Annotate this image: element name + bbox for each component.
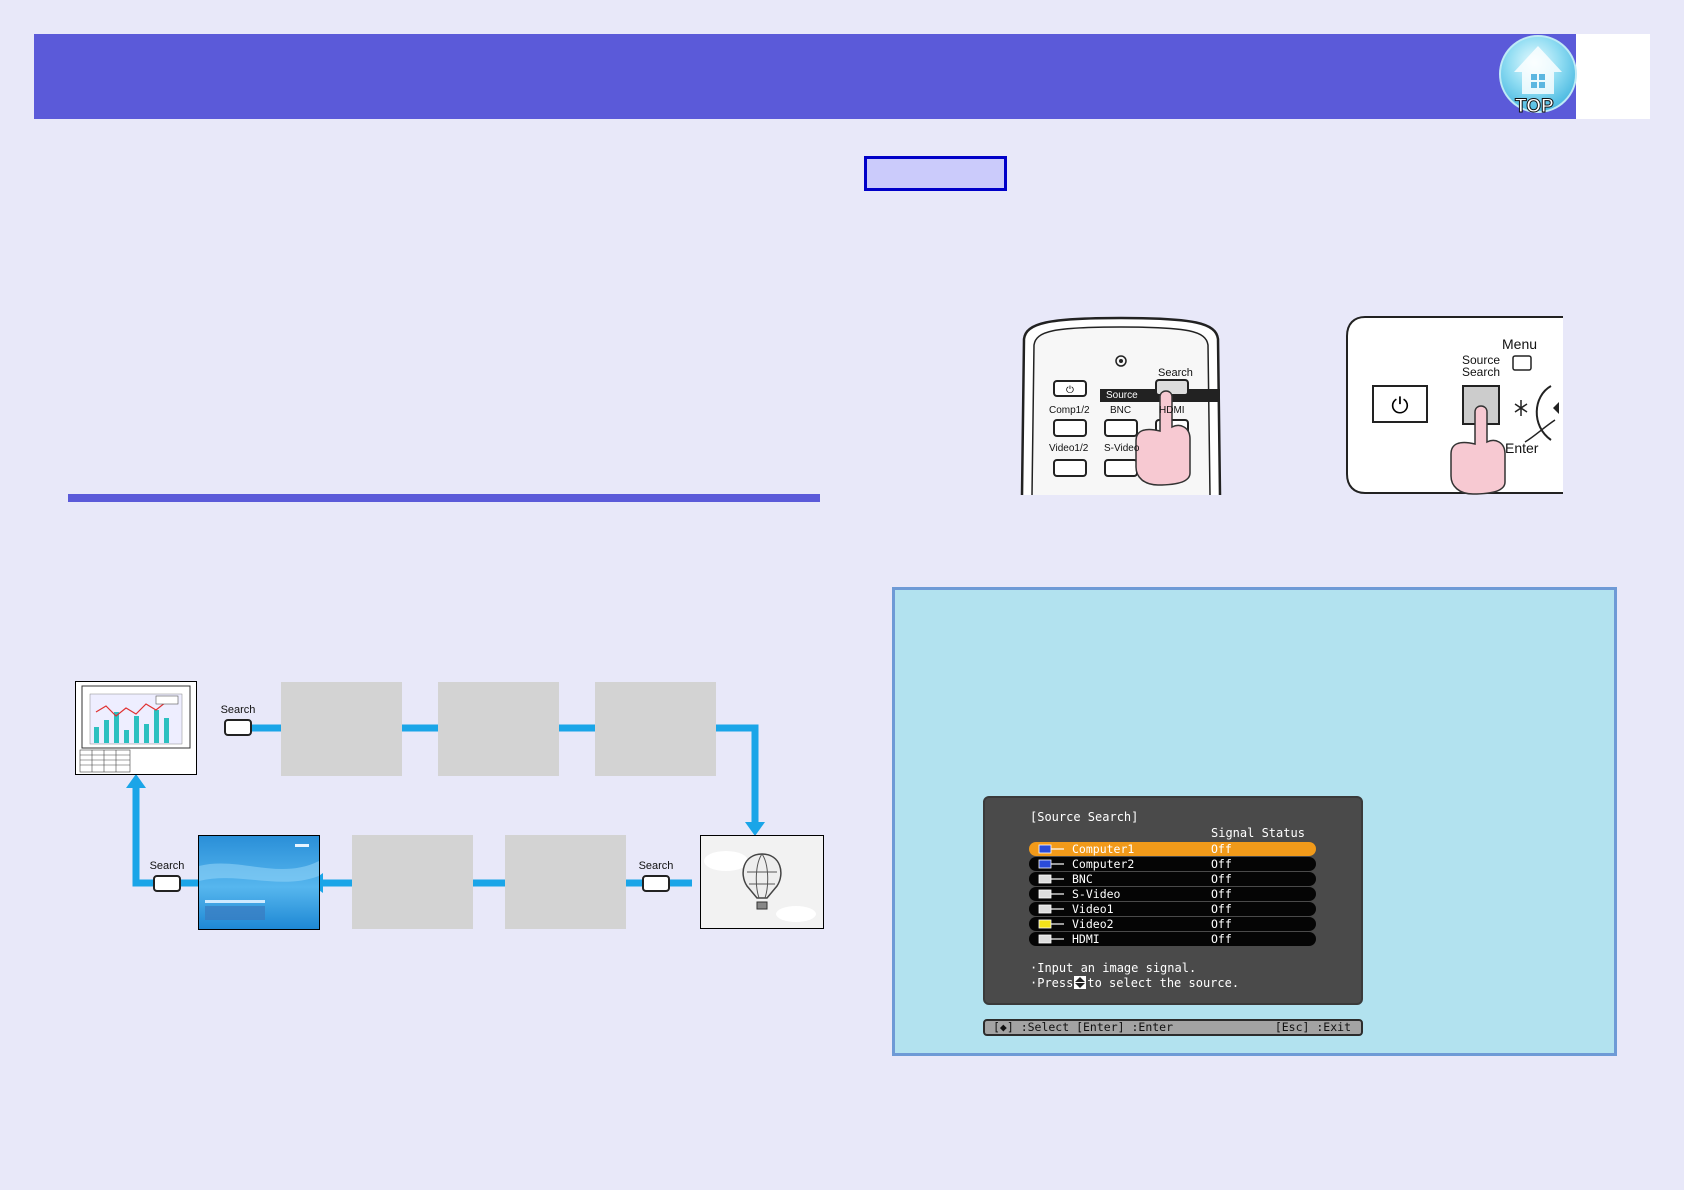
osd-footer-exit: [Esc] :Exit [1274, 1020, 1351, 1034]
keystone-icon [1514, 400, 1528, 416]
balloon-icon [704, 851, 816, 922]
signal-status: Off [1211, 902, 1232, 916]
source-row[interactable]: BNC Off [1029, 872, 1316, 886]
source-row[interactable]: Video1 Off [1029, 902, 1316, 916]
signal-status: Off [1211, 872, 1232, 886]
source-row[interactable]: Computer2 Off [1029, 857, 1316, 871]
power-icon: ⏻ [1391, 394, 1408, 419]
arrow-left-icon [1553, 402, 1559, 414]
remote-search-label: Search [1158, 367, 1193, 379]
source-name: BNC [1072, 872, 1093, 886]
source-name: S-Video [1072, 887, 1121, 901]
signal-status: Off [1211, 917, 1232, 931]
osd-footer: [◆] :Select [Enter] :Enter [Esc] :Exit [983, 1019, 1363, 1036]
search-label: Search [220, 704, 256, 716]
header-bar [34, 34, 1576, 119]
network-screen-thumbnail [198, 835, 320, 930]
top-label: TOP [1515, 96, 1555, 118]
osd-status-header: Signal Status [1211, 826, 1305, 840]
svideo-plug-icon [1038, 889, 1064, 899]
search-label: Search [638, 860, 674, 872]
panel-source-search-label: Source Search [1462, 353, 1501, 379]
remote-button-label: HDMI [1159, 405, 1185, 416]
source-placeholder [595, 682, 716, 776]
control-panel-icon: ⏻ [1346, 316, 1563, 495]
control-panel-illustration: ⏻ Menu Source Search Enter [1345, 316, 1563, 496]
power-icon: ⏻ [1066, 385, 1074, 396]
source-placeholder [438, 682, 559, 776]
finger-icon [1450, 405, 1506, 495]
remote-button-label: Comp1/2 [1049, 405, 1090, 416]
osd-footer-keys: [◆] :Select [Enter] :Enter [993, 1020, 1174, 1034]
network-standby-icon [199, 844, 319, 920]
source-name: Computer2 [1072, 857, 1135, 871]
bnc-plug-icon [1038, 874, 1064, 884]
source-name: Video1 [1072, 902, 1114, 916]
source-placeholder [281, 682, 402, 776]
signal-status: Off [1211, 887, 1232, 901]
arrow-up-icon [126, 774, 146, 788]
remote-button-label: S-Video [1104, 443, 1140, 454]
computer-screen-thumbnail [75, 681, 197, 775]
source-row[interactable]: Video2 Off [1029, 917, 1316, 931]
signal-status: Off [1211, 857, 1232, 871]
finger-icon [1135, 390, 1191, 486]
source-row[interactable]: S-Video Off [1029, 887, 1316, 901]
search-key-icon [642, 875, 670, 892]
source-placeholder [352, 835, 473, 929]
composite-plug-icon [1038, 904, 1064, 914]
remote-button-label: Video1/2 [1049, 443, 1089, 454]
search-label: Search [149, 860, 185, 872]
up-down-arrow-icon [1074, 976, 1087, 989]
remote-control-illustration: ⏻ Search Source Comp1/2 BNC HDMI Video1/… [1018, 315, 1224, 495]
hdmi-plug-icon [1038, 934, 1064, 944]
video-screen-thumbnail [700, 835, 824, 929]
source-name: HDMI [1072, 932, 1100, 946]
remote-button-label: BNC [1110, 405, 1132, 416]
vga-plug-icon [1038, 859, 1064, 869]
home-icon [1499, 35, 1577, 113]
source-row[interactable]: HDMI Off [1029, 932, 1316, 946]
procedure-tab [864, 156, 1007, 191]
source-placeholder [505, 835, 626, 929]
arrow-down-icon [745, 822, 765, 836]
source-name: Video2 [1072, 917, 1114, 931]
top-button[interactable]: TOP [1498, 34, 1578, 118]
panel-enter-label: Enter [1505, 440, 1539, 456]
signal-status: Off [1211, 932, 1232, 946]
search-key-icon [153, 875, 181, 892]
osd-title: [Source Search] [1030, 810, 1139, 824]
remote-source-label: Source [1106, 390, 1138, 401]
source-cycle-diagram: Search Search Search [60, 670, 830, 940]
panel-menu-label: Menu [1502, 336, 1538, 352]
search-key-icon [224, 719, 252, 736]
source-name: Computer1 [1072, 842, 1135, 856]
source-row[interactable]: Computer1 Off [1029, 842, 1316, 856]
rca-plug-icon [1038, 919, 1064, 929]
osd-message: ·Input an image signal. [1030, 961, 1197, 975]
section-divider [68, 494, 820, 502]
signal-status: Off [1211, 842, 1232, 856]
remote-control-icon: ⏻ [1020, 316, 1222, 495]
vga-plug-icon [1038, 844, 1064, 854]
header-corner [1576, 34, 1650, 119]
chart-thumbnail-icon [79, 685, 191, 773]
